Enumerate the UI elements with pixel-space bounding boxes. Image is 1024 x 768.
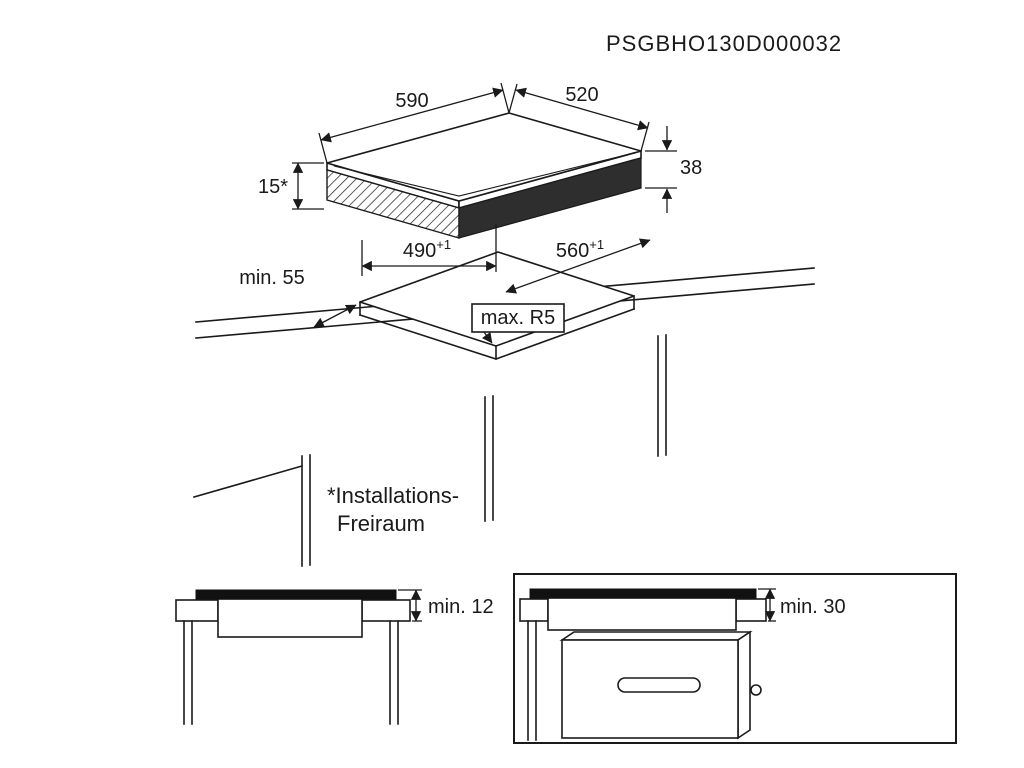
dim-min30-label: min. 30 bbox=[780, 596, 846, 618]
worktop-cutout-view: 490+1 560+1 min. 55 max. R5 bbox=[193, 224, 815, 567]
dim-min55-label: min. 55 bbox=[239, 267, 305, 289]
dim-590-ext-left bbox=[318, 132, 328, 164]
dim-560-line bbox=[505, 238, 651, 294]
corner-radius-box bbox=[471, 303, 565, 333]
dim-590-label: 590 bbox=[395, 90, 428, 112]
dimension-590: 590 bbox=[318, 82, 510, 164]
corner-radius-label: max. R5 bbox=[481, 307, 555, 329]
dimension-560: 560+1 bbox=[505, 237, 651, 294]
drawing-number: PSGBHO130D000032 bbox=[606, 31, 842, 56]
corner-radius-callout: max. R5 bbox=[471, 303, 565, 344]
oven-side-face bbox=[737, 630, 751, 740]
dimension-15-clearance: 15* bbox=[258, 162, 324, 210]
cabinet-rail-edge bbox=[193, 465, 303, 498]
dim-520-line bbox=[515, 87, 649, 131]
dim-590-line bbox=[320, 87, 504, 143]
side-view-oven: min. 30 bbox=[513, 573, 957, 744]
dim-15-label: 15* bbox=[258, 176, 288, 198]
note-line-2: Freiraum bbox=[337, 511, 425, 536]
dim-560-tolerance: +1 bbox=[589, 237, 604, 252]
installation-note: *Installations- Freiraum bbox=[327, 483, 459, 536]
hob-body-right-face bbox=[458, 157, 642, 239]
dimension-min-55: min. 55 bbox=[239, 267, 357, 328]
hob-body-section bbox=[217, 598, 363, 638]
oven-worktop-left bbox=[519, 598, 549, 622]
oven-knob bbox=[750, 684, 762, 696]
oven-handle bbox=[617, 677, 701, 693]
note-line-1: *Installations- bbox=[327, 483, 459, 508]
cutout-inner-bottom-edges bbox=[358, 307, 636, 360]
built-under-oven bbox=[559, 630, 762, 740]
hob-top-face-highlight bbox=[333, 152, 635, 197]
oven-worktop-right bbox=[735, 598, 767, 622]
oven-top-face bbox=[559, 631, 753, 641]
dimension-490: 490+1 bbox=[361, 224, 497, 276]
dimension-520: 520 bbox=[508, 83, 650, 152]
dim-520-label: 520 bbox=[565, 84, 598, 106]
dim-490-tolerance: +1 bbox=[436, 237, 451, 252]
dimension-min-30: min. 30 bbox=[758, 588, 846, 622]
dim-min55-line bbox=[313, 304, 357, 328]
dim-38-label: 38 bbox=[680, 157, 702, 179]
oven-hob-glass bbox=[529, 588, 757, 599]
side-view-drawer: min. 12 bbox=[175, 589, 494, 725]
hob-glass-section bbox=[195, 589, 397, 600]
hob-isometric-view: 590 520 38 15* bbox=[258, 82, 702, 239]
corner-radius-leader bbox=[481, 331, 493, 344]
dim-560-label: 560+1 bbox=[556, 237, 604, 262]
worktop-right-section bbox=[361, 599, 411, 622]
dimension-38: 38 bbox=[645, 126, 702, 213]
dim-490-value: 490 bbox=[403, 240, 436, 262]
dimension-min-12: min. 12 bbox=[398, 589, 494, 622]
dim-min12-label: min. 12 bbox=[428, 596, 494, 618]
oven-hob-body bbox=[547, 597, 737, 631]
worktop-left-section bbox=[175, 599, 219, 622]
dim-490-label: 490+1 bbox=[403, 237, 451, 262]
cabinet-supports bbox=[193, 334, 667, 567]
dim-560-value: 560 bbox=[556, 240, 589, 262]
